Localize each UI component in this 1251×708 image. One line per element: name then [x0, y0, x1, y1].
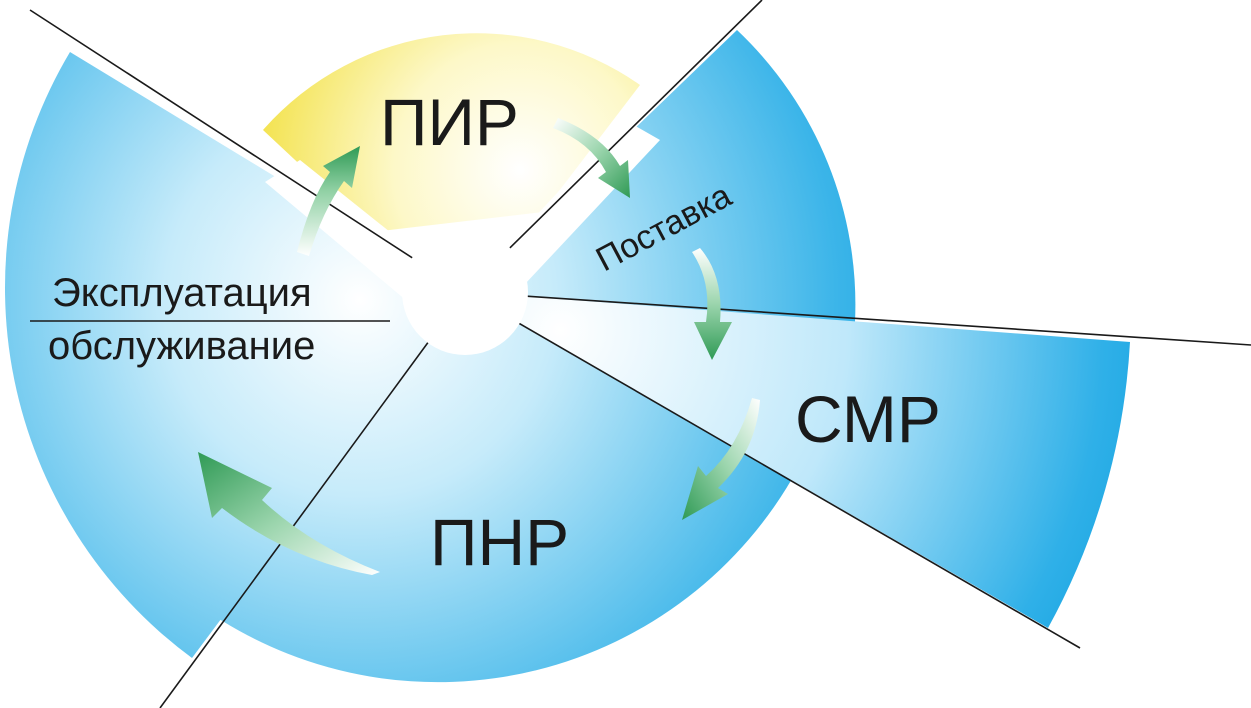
arrow-operation-to-design-icon: [297, 146, 360, 256]
stage-label-operation: Эксплуатация: [52, 271, 312, 315]
center-hole: [402, 229, 528, 355]
stage-label-pnr: ПНР: [430, 505, 569, 579]
sector-construction: [465, 292, 1130, 628]
arrow-construction-to-commissioning-icon: [682, 398, 760, 520]
divider-lines: [29, 0, 1251, 708]
arrow-commissioning-to-operation-icon: [198, 452, 380, 575]
sector-operation: [4, 52, 465, 658]
arrow-supply-to-construction-icon: [692, 248, 732, 360]
sector-supply: [465, 30, 856, 322]
sector-design: [263, 33, 640, 232]
sector-commissioning: [213, 292, 797, 683]
stage-label-pir: ПИР: [380, 85, 519, 159]
stage-label-maintenance: обслуживание: [48, 324, 315, 368]
stage-label-smr: СМР: [795, 382, 941, 456]
arrow-design-to-supply-icon: [553, 118, 630, 198]
